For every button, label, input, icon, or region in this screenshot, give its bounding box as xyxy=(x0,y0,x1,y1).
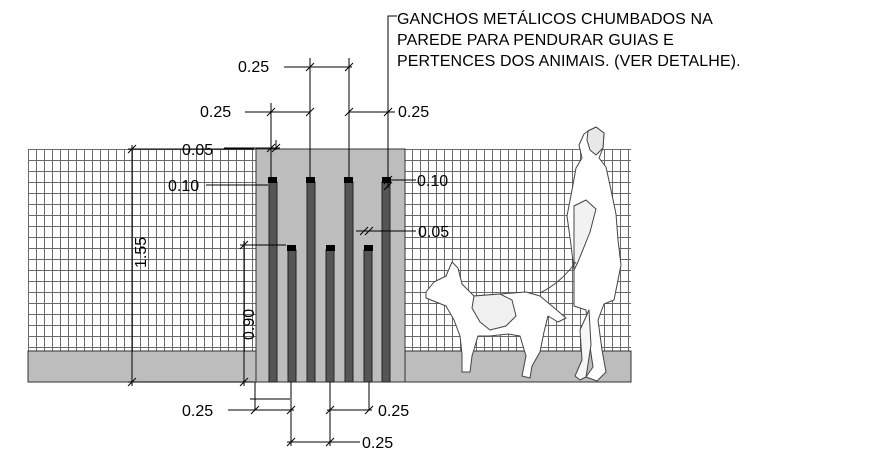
dim-low-hook-height: 0.90 xyxy=(241,309,258,340)
dim-hook-width-right: 0.05 xyxy=(418,224,449,241)
dim-top-spacing: 0.25 xyxy=(238,59,269,76)
fence-panel-left xyxy=(28,149,256,351)
dim-hook-height-left: 0.10 xyxy=(168,178,199,195)
woman-figure xyxy=(566,126,622,382)
dim-bottom-left-spacing: 0.25 xyxy=(182,403,213,420)
note-line-2: PAREDE PARA PENDURAR GUIAS E xyxy=(397,32,674,49)
note-line-3: PERTENCES DOS ANIMAIS. (VER DETALHE). xyxy=(397,53,741,70)
hook-note: GANCHOS METÁLICOS CHUMBADOS NA PAREDE PA… xyxy=(397,9,877,72)
dim-bottom-spacing: 0.25 xyxy=(362,435,393,452)
dim-left-spacing: 0.25 xyxy=(200,104,231,121)
dog-figure xyxy=(425,261,567,379)
dim-hook-height-right: 0.10 xyxy=(417,173,448,190)
lower-hooks xyxy=(287,245,373,383)
dim-hook-width: 0.05 xyxy=(182,142,213,159)
dim-bottom-right-spacing: 0.25 xyxy=(378,403,409,420)
leash-line xyxy=(539,261,577,294)
dim-right-spacing: 0.25 xyxy=(398,104,429,121)
dim-wall-height: 1.55 xyxy=(133,237,150,268)
upper-hooks xyxy=(268,177,391,383)
note-line-1: GANCHOS METÁLICOS CHUMBADOS NA xyxy=(397,11,713,28)
dimension-lines xyxy=(127,15,416,447)
